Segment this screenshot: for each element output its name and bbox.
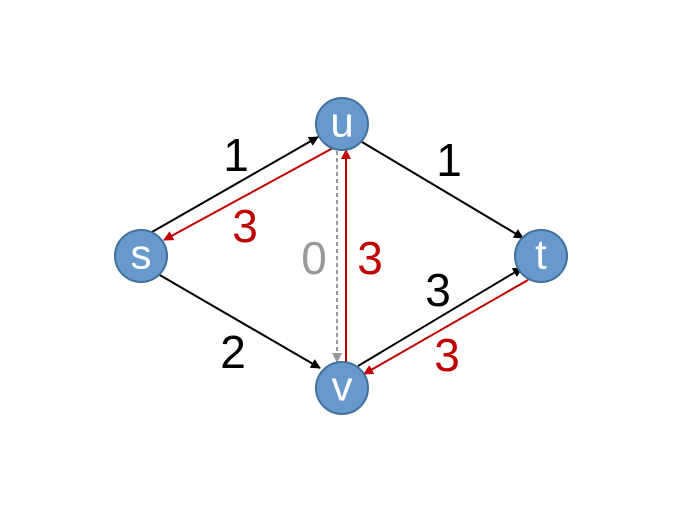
node-u: u <box>315 97 369 151</box>
node-v: v <box>315 361 369 415</box>
edge-label-u-to-s: 3 <box>232 200 258 252</box>
edge-label-v-to-t: 3 <box>425 264 451 316</box>
node-u-circle <box>315 97 369 151</box>
node-s-label: s <box>131 231 152 278</box>
node-t: t <box>514 229 568 283</box>
edge-s-to-u <box>151 136 319 233</box>
node-s-circle <box>114 229 168 283</box>
node-t-label: t <box>535 231 547 278</box>
node-v-circle <box>315 361 369 415</box>
edge-label-s-to-v: 2 <box>220 326 246 378</box>
edge-label-v-to-u: 3 <box>357 232 383 284</box>
edge-label-t-to-v: 3 <box>434 329 460 381</box>
node-t-circle <box>514 229 568 283</box>
node-u-label: u <box>330 99 353 146</box>
edge-label-u-to-t: 1 <box>436 134 462 186</box>
edge-label-u-to-v: 0 <box>301 232 327 284</box>
node-s: s <box>114 229 168 283</box>
edge-u-to-s <box>163 147 334 241</box>
edge-label-s-to-u: 1 <box>223 129 249 181</box>
edge-v-to-t <box>357 267 523 367</box>
node-v-label: v <box>332 363 353 410</box>
edge-t-to-v <box>363 279 529 375</box>
edge-s-to-v <box>157 273 321 369</box>
edge-u-to-t <box>361 141 524 239</box>
